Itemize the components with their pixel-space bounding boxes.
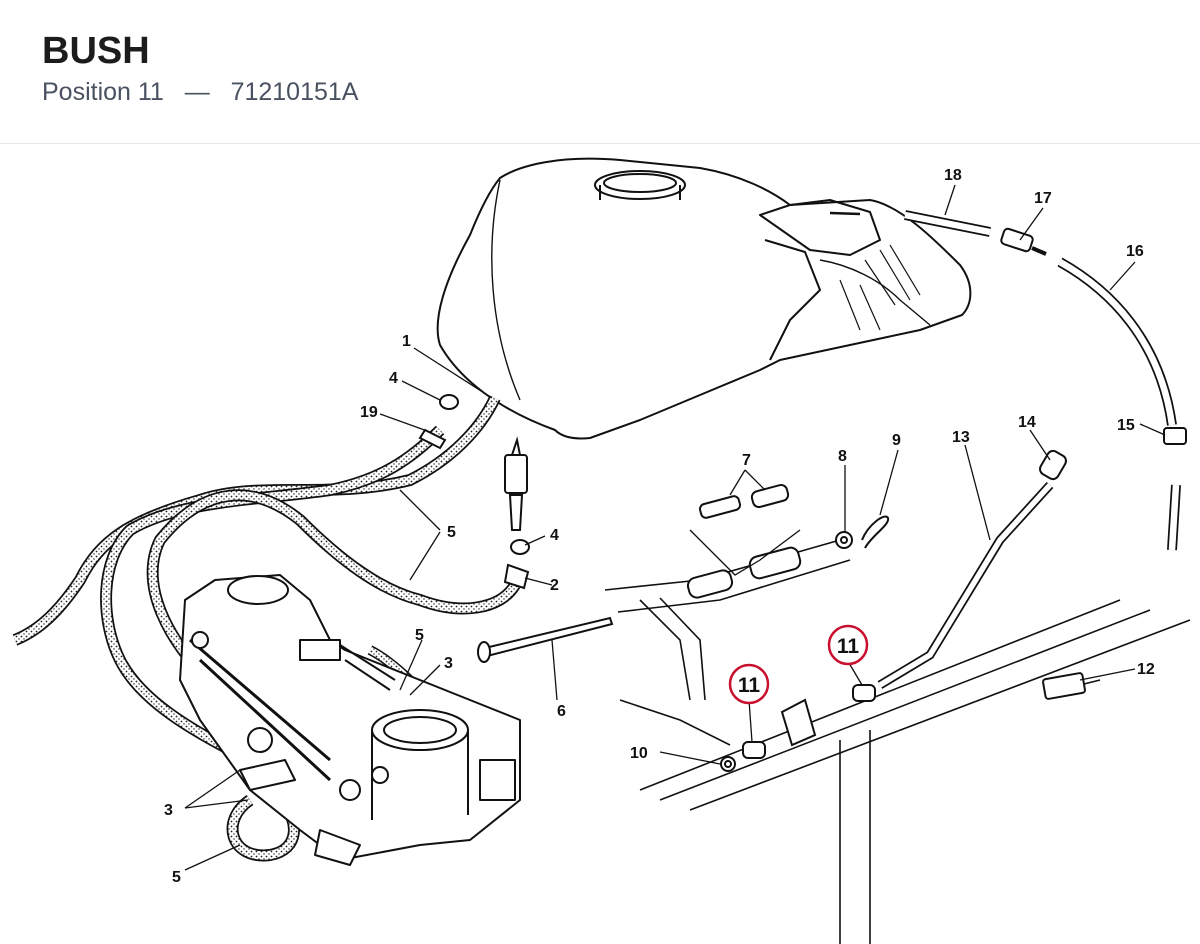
part-number: 71210151A — [230, 78, 359, 106]
callout-12: 12 — [1137, 661, 1155, 678]
rod-6 — [477, 616, 614, 663]
callout-11-b: 11 — [837, 635, 860, 658]
parts-7-8-9 — [686, 483, 890, 599]
parts-10-to-14 — [720, 449, 1086, 772]
callout-17: 17 — [1034, 190, 1052, 207]
callout-labels: 1 2 3 3 4 4 5 5 5 6 7 8 9 10 12 13 14 15… — [164, 167, 1155, 886]
callout-3-upper: 3 — [444, 655, 453, 672]
callout-14: 14 — [1018, 414, 1036, 431]
separator: — — [184, 78, 210, 106]
valve-17 — [1000, 227, 1047, 256]
throttle-body — [179, 574, 521, 866]
fittings — [418, 394, 530, 590]
part-title: BUSH — [42, 30, 150, 72]
bush-position-11-a — [742, 741, 766, 759]
position-label: Position 11 — [42, 78, 164, 106]
callout-3-lower: 3 — [164, 802, 173, 819]
callout-19: 19 — [360, 404, 378, 421]
callout-4-upper: 4 — [389, 370, 398, 387]
highlight-11-a[interactable]: 11 — [728, 663, 770, 705]
callout-6: 6 — [557, 703, 566, 720]
callout-16: 16 — [1126, 243, 1144, 260]
callout-10: 10 — [630, 745, 648, 762]
callout-5-middle: 5 — [447, 524, 456, 541]
callout-5-lower: 5 — [172, 869, 181, 886]
page-header: BUSH Position 11 — 71210151A — [0, 0, 1200, 144]
frame — [604, 539, 1191, 944]
breather-hoses — [904, 210, 1187, 551]
callout-8: 8 — [838, 448, 847, 465]
callout-15: 15 — [1117, 417, 1135, 434]
callout-7: 7 — [742, 452, 751, 469]
callout-5-upper: 5 — [415, 627, 424, 644]
callout-18: 18 — [944, 167, 962, 184]
part-subtitle: Position 11 — 71210151A — [42, 78, 358, 107]
highlight-11-b[interactable]: 11 — [827, 624, 869, 666]
callout-1: 1 — [402, 333, 411, 350]
bush-position-11-b — [852, 684, 876, 702]
callout-11-a: 11 — [738, 674, 761, 697]
callout-13: 13 — [952, 429, 970, 446]
callout-4-lower: 4 — [550, 527, 559, 544]
leader-lines — [184, 184, 1166, 871]
highlighted-callouts[interactable]: 11 11 — [728, 624, 869, 705]
callout-9: 9 — [892, 432, 901, 449]
callout-2: 2 — [550, 577, 559, 594]
fuel-tank — [436, 157, 972, 440]
